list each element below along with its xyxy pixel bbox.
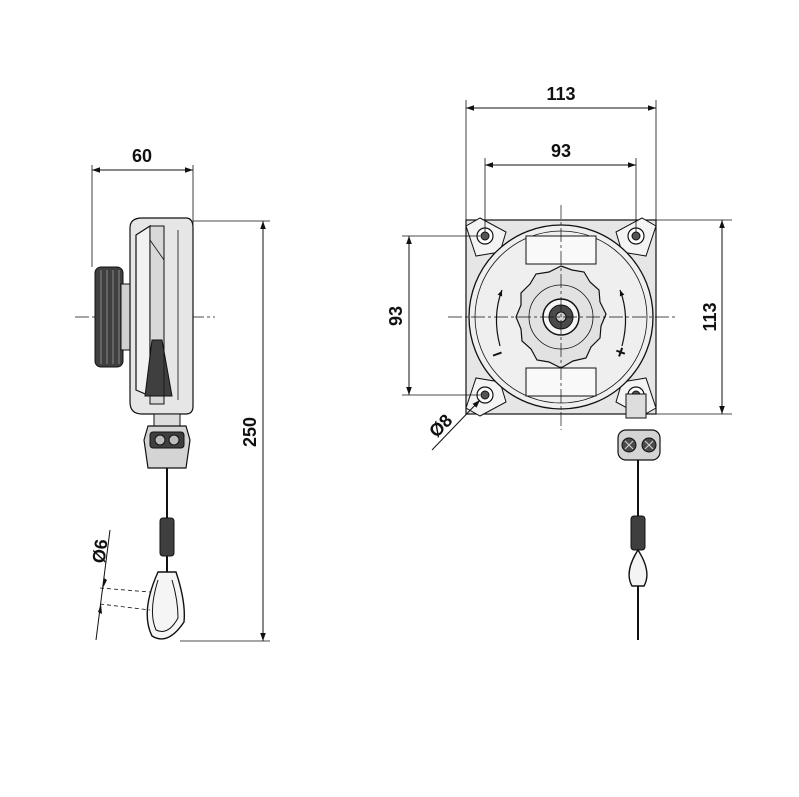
dim-front-width-label: 113 bbox=[546, 84, 575, 104]
side-housing bbox=[129, 217, 194, 415]
dim-cable-diameter: Ø6 bbox=[88, 529, 151, 641]
dim-side-height: 250 bbox=[180, 220, 270, 642]
dim-side-width-label: 60 bbox=[132, 146, 152, 166]
dim-front-height-label: 113 bbox=[700, 302, 720, 331]
dim-hole-spacing-v-label: 93 bbox=[386, 306, 406, 326]
dim-side-height-label: 250 bbox=[240, 417, 260, 447]
front-swivel bbox=[617, 393, 661, 461]
front-view: − + 113 bbox=[386, 84, 732, 640]
dim-front-height: 113 bbox=[656, 219, 732, 415]
front-ferrule bbox=[630, 515, 646, 551]
side-swivel bbox=[143, 413, 191, 469]
side-hook bbox=[146, 571, 186, 640]
dim-hole-diameter-label: Ø8 bbox=[425, 410, 456, 441]
side-ferrule bbox=[159, 517, 175, 557]
dim-side-width: 60 bbox=[91, 146, 194, 267]
dim-hole-spacing-h: 93 bbox=[484, 141, 637, 232]
dim-hole-spacing-h-label: 93 bbox=[551, 141, 571, 161]
dim-cable-diameter-label: Ø6 bbox=[88, 538, 111, 565]
dim-hole-spacing-v: 93 bbox=[386, 235, 480, 396]
dim-front-width: 113 bbox=[465, 84, 657, 222]
side-knob bbox=[94, 266, 132, 368]
side-view: 60 250 Ø6 bbox=[75, 146, 270, 642]
rotation-arrow-plus-icon bbox=[619, 289, 627, 347]
front-thimble bbox=[628, 548, 648, 587]
